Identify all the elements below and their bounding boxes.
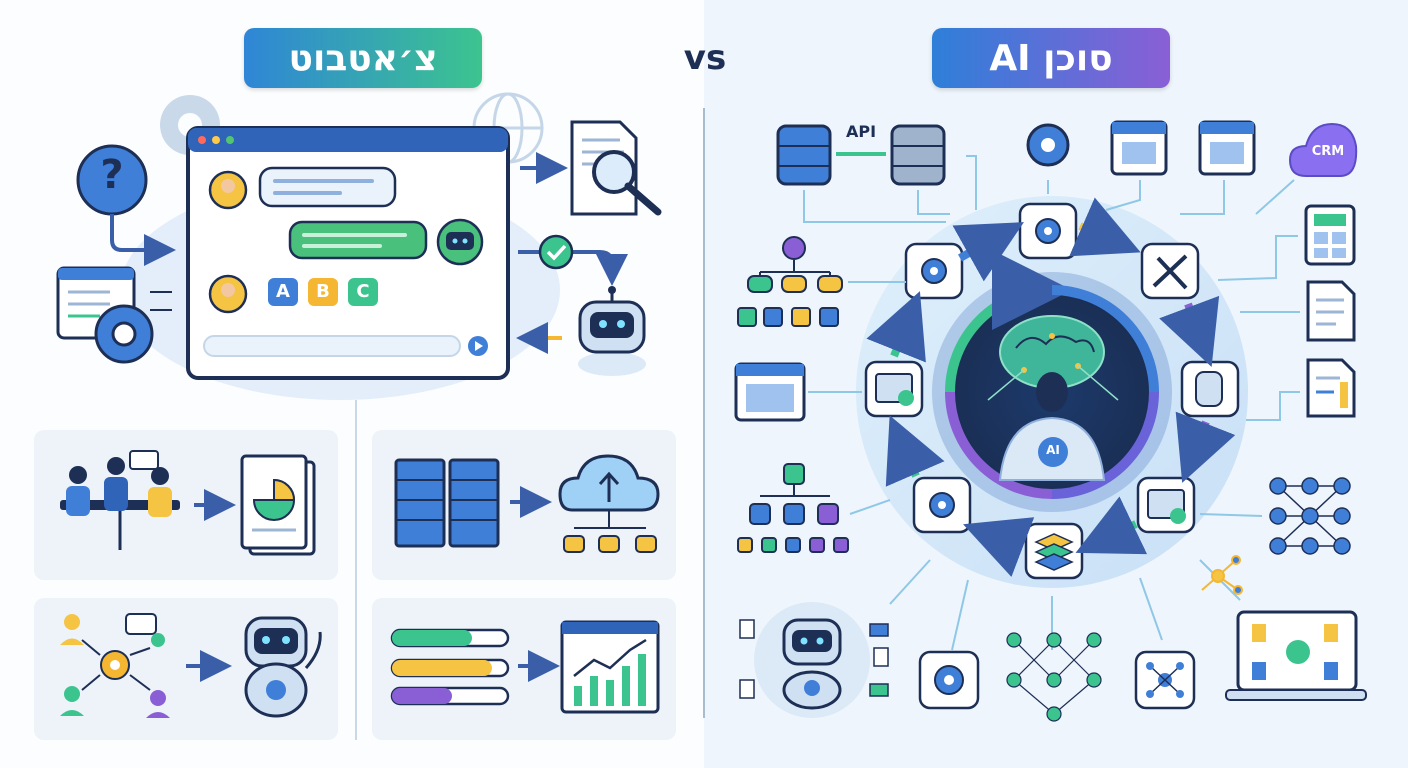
brain-icon [987, 315, 1119, 401]
database-icon [776, 124, 832, 186]
chatbot-cards-divider [355, 400, 357, 740]
question-mark-glyph: ? [100, 152, 124, 198]
hierarchy-icon [737, 463, 849, 553]
files-around-robot-icon [739, 619, 889, 699]
gear-box-icon [918, 650, 980, 710]
settings-window-icon [56, 266, 172, 364]
workflow-icon [60, 613, 170, 718]
org-chart-icon [737, 236, 843, 327]
question-icon [76, 144, 176, 266]
server-rack-icon [394, 458, 500, 548]
option-b-badge: B [308, 278, 338, 306]
crm-cloud-icon [1288, 122, 1358, 177]
arrow-to-robot [518, 250, 628, 286]
network-hub-icon [1134, 650, 1196, 710]
option-c-badge: C [348, 278, 378, 306]
calendar-icon [1110, 120, 1168, 176]
neural-network-icon [1269, 477, 1351, 555]
center-divider [703, 108, 705, 718]
api-label: API [846, 122, 877, 141]
progress-bars-icon [390, 628, 510, 706]
robot-icon [578, 286, 646, 376]
robot-assistant-icon [244, 616, 322, 718]
option-a-badge: A [268, 278, 298, 306]
crm-label: CRM [1311, 144, 1345, 159]
agent-robot-icon [782, 618, 842, 710]
document-icon [1306, 280, 1356, 342]
calendar-icon-2 [1198, 120, 1256, 176]
gear-icon-top [1026, 123, 1070, 167]
report-document-icon [240, 454, 316, 556]
database-icon-2 [890, 124, 946, 186]
ai-robot-icon [998, 372, 1106, 481]
check-icon [538, 234, 574, 270]
neural-network-icon-2 [1006, 632, 1102, 722]
cloud-upload-icon [558, 454, 660, 553]
document-search-icon [570, 120, 662, 216]
chatbot-title: צ׳אטבוט [244, 28, 482, 88]
laptop-icon [1225, 610, 1367, 701]
vs-label: vs [683, 38, 727, 78]
team-meeting-icon [60, 450, 180, 550]
document-pen-icon [1306, 358, 1356, 418]
ai-badge-label: AI [1046, 443, 1060, 457]
calendar-grid-icon [734, 362, 806, 422]
calculator-icon [1304, 204, 1356, 266]
sparkle-network-icon [1201, 555, 1243, 595]
chat-window [186, 126, 510, 380]
ai-agent-title: סוכן AI [932, 28, 1170, 88]
analytics-chart-icon [560, 620, 660, 714]
